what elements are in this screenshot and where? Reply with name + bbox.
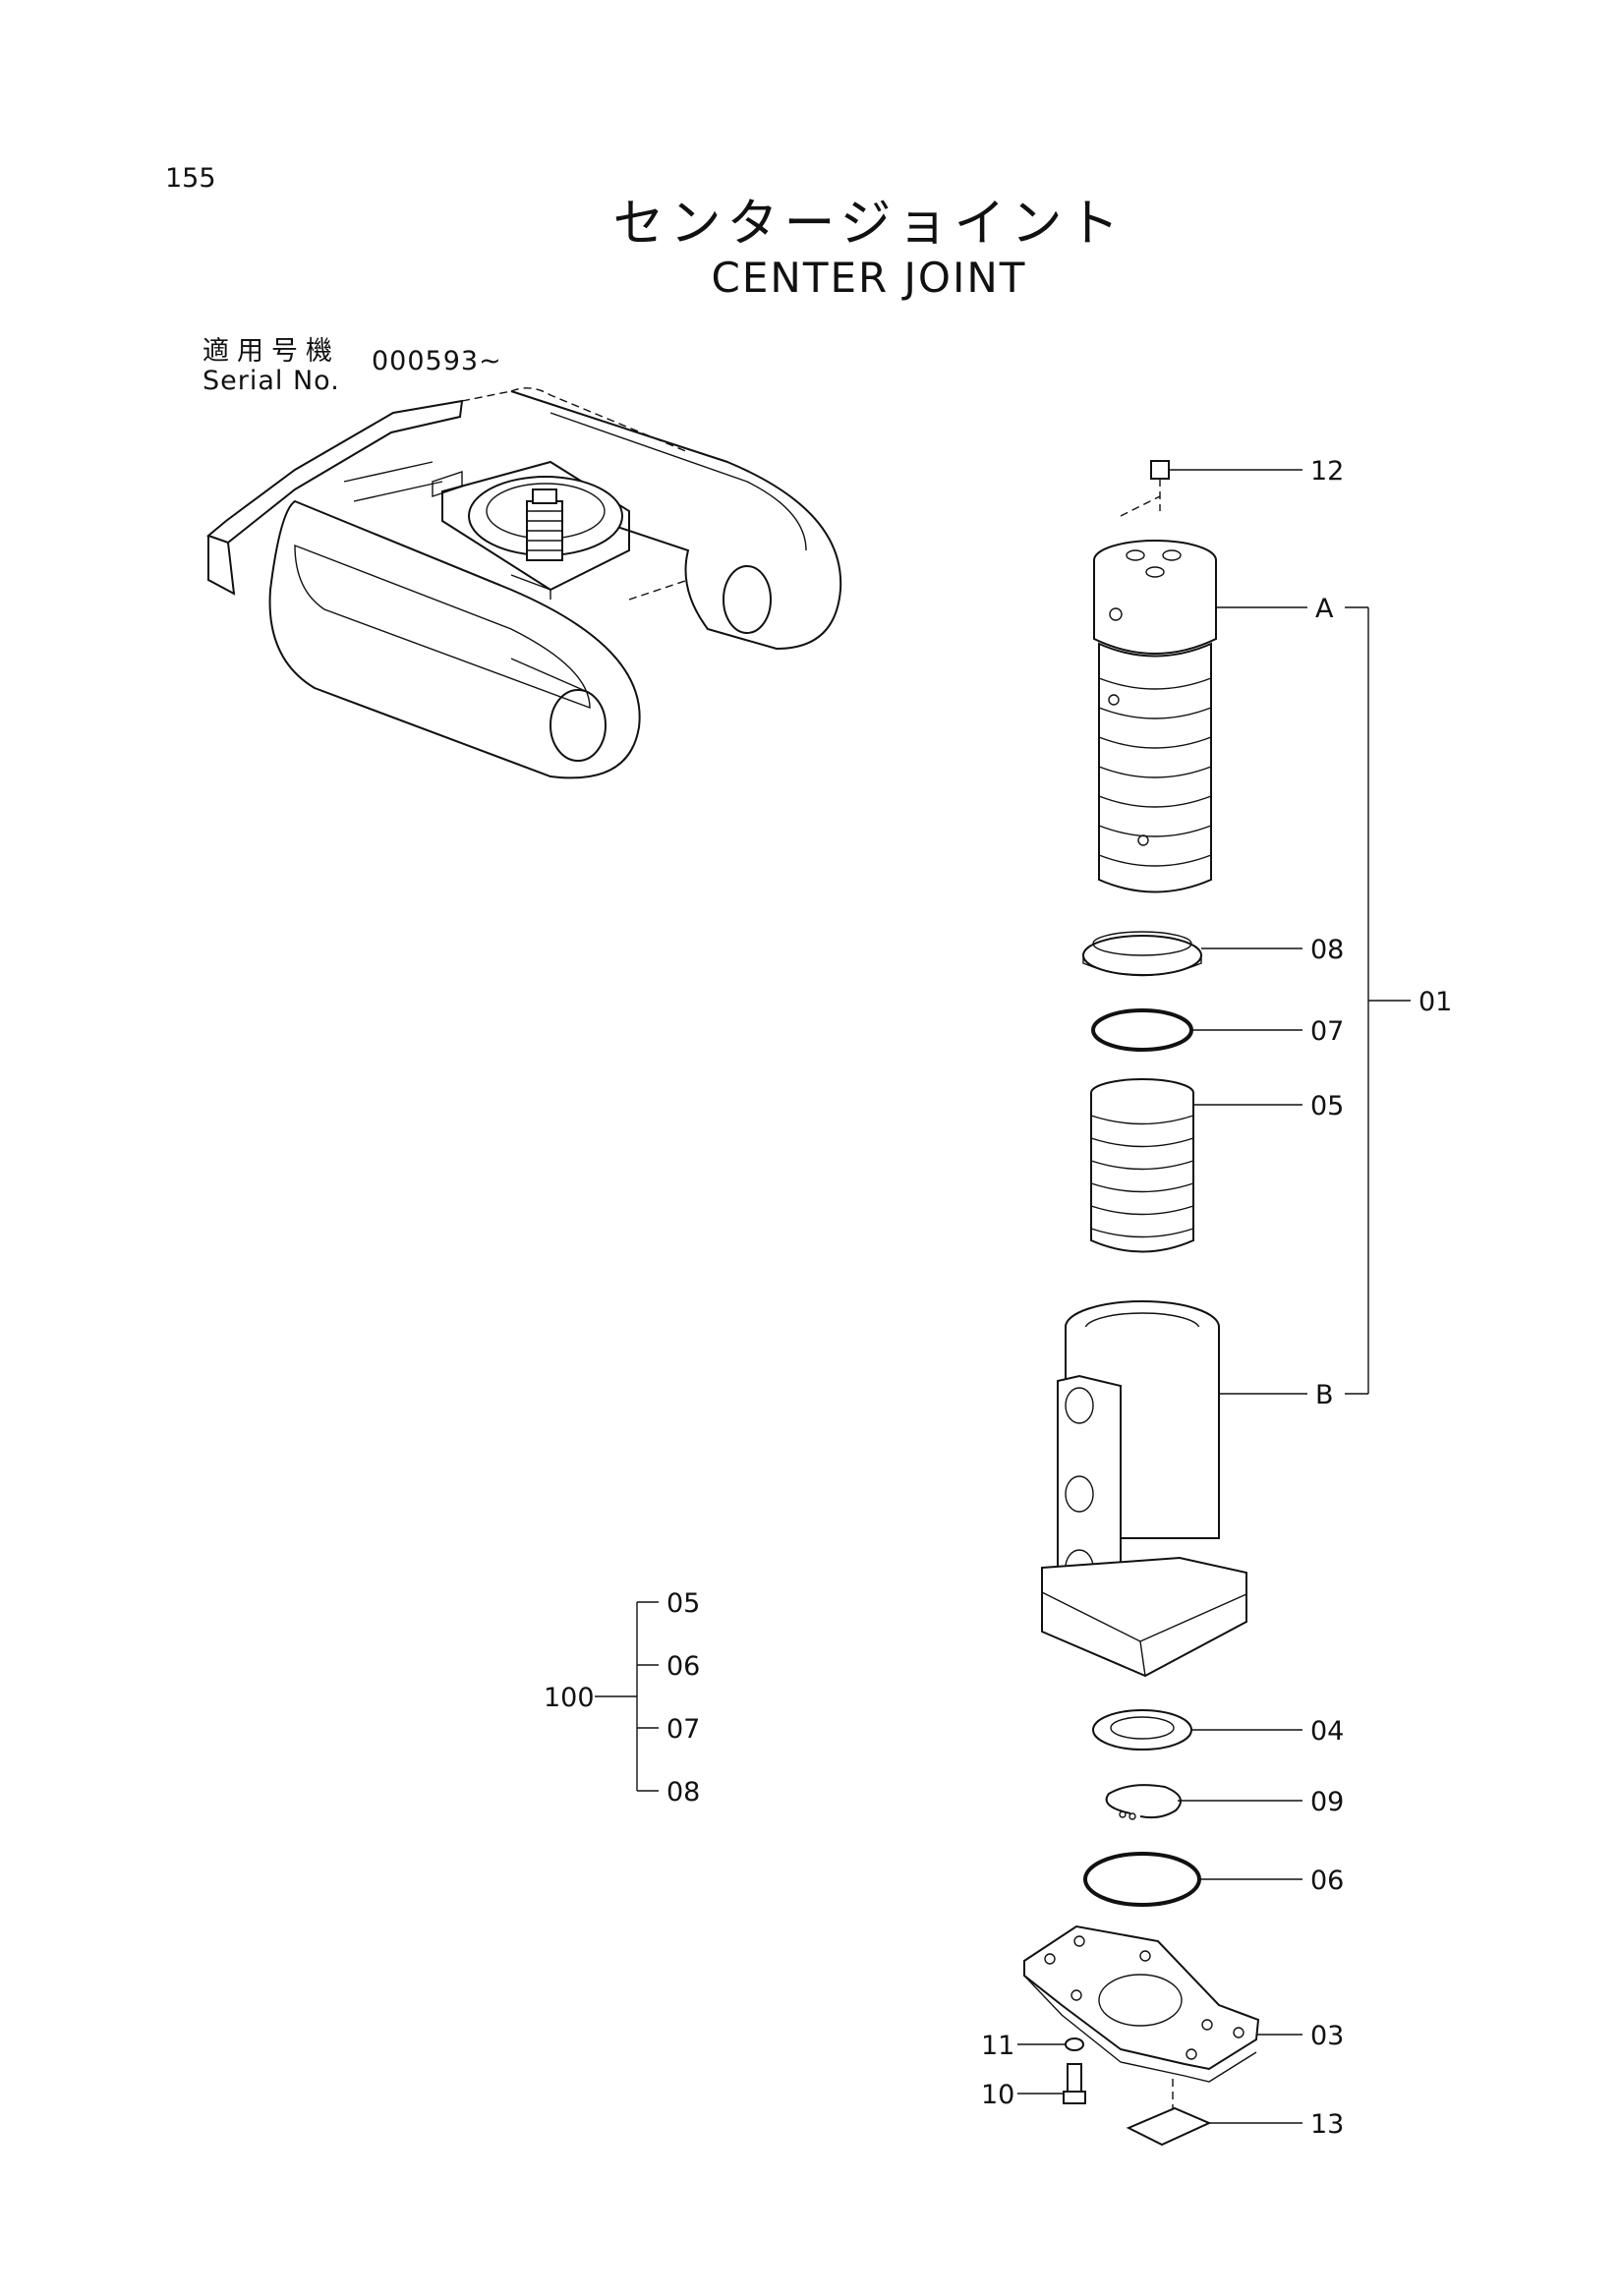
- callout-a: A: [1315, 594, 1334, 624]
- spindle-a: [1093, 540, 1217, 893]
- callout-07: 07: [1310, 1016, 1344, 1047]
- snap-ring-09: [1105, 1784, 1183, 1819]
- kit-item: 08: [666, 1777, 700, 1808]
- plug-12: [1150, 460, 1170, 480]
- serial-label-english: Serial No.: [202, 366, 340, 396]
- callout-09: 09: [1310, 1787, 1344, 1817]
- plate-13: [1126, 2106, 1212, 2147]
- undercarriage-illustration: [206, 387, 842, 779]
- callout-12: 12: [1310, 456, 1344, 487]
- page-number: 155: [165, 163, 216, 194]
- title-japanese: センタージョイント: [612, 195, 1126, 254]
- kit-item: 07: [666, 1714, 700, 1745]
- title-english: CENTER JOINT: [711, 254, 1027, 302]
- kit-item: 06: [666, 1651, 700, 1682]
- washer-11: [1065, 2038, 1084, 2051]
- callout-03: 03: [1310, 2021, 1344, 2051]
- serial-label-japanese: 適用号機: [202, 336, 340, 367]
- cover-03: [1023, 1924, 1260, 2083]
- o-ring-07: [1091, 1008, 1193, 1052]
- callout-06: 06: [1310, 1866, 1344, 1896]
- callout-05: 05: [1310, 1091, 1344, 1121]
- ring-04: [1092, 1709, 1192, 1751]
- callout-13: 13: [1310, 2109, 1344, 2140]
- callout-11: 11: [981, 2031, 1014, 2061]
- o-ring-06: [1083, 1852, 1201, 1907]
- callout-01: 01: [1418, 987, 1452, 1017]
- callout-10: 10: [981, 2080, 1014, 2110]
- kit-item: 05: [666, 1588, 700, 1619]
- body-b: [1041, 1300, 1247, 1678]
- bolt-10: [1063, 2063, 1086, 2104]
- callout-08: 08: [1310, 935, 1344, 965]
- center-joint-exploded-view: 12 A 01: [981, 456, 1452, 2147]
- kit-label-100: 100: [544, 1683, 595, 1713]
- serial-number-value: 000593~: [372, 346, 502, 376]
- seal-kit-bracket: 100 05 06 07 08: [544, 1588, 700, 1808]
- callout-04: 04: [1310, 1716, 1344, 1747]
- callout-b: B: [1315, 1380, 1334, 1410]
- seal-stack-05: [1090, 1078, 1194, 1253]
